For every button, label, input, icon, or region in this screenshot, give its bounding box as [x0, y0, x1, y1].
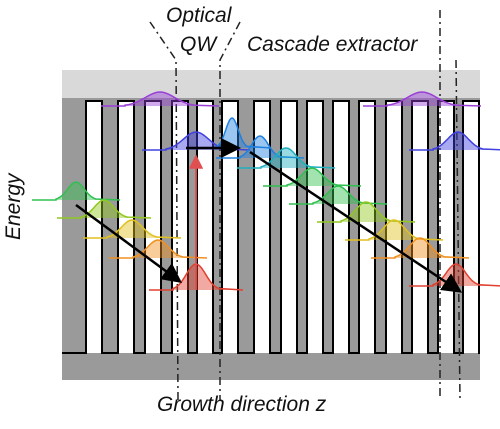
wavefunction-extractor-5: [289, 185, 388, 205]
optical-label: Optical: [166, 4, 232, 27]
period-boundary-2: [455, 59, 461, 401]
wavefunction-extractor-3: [237, 147, 336, 169]
qw-label: QW: [180, 33, 217, 56]
band-edge-outline: [62, 100, 480, 354]
quantum-well-3: [145, 101, 161, 353]
quantum-well-10: [333, 101, 349, 353]
wavefunction-extractor-6: [317, 201, 416, 223]
wavefunction-upper-left: [101, 91, 220, 107]
quantum-well-2: [118, 101, 134, 353]
quantum-well-1: [86, 101, 102, 353]
quantum-well-12: [386, 101, 402, 353]
wavefunction-extractor-8: [371, 237, 470, 259]
wavefunction-optical-upper-next: [409, 131, 500, 151]
wavefunction-extractor-7: [345, 219, 444, 241]
wavefunction-upper-right: [363, 91, 482, 107]
upper-band-region: [62, 70, 480, 98]
quantum-well-15: [463, 101, 479, 353]
wavefunction-left-4: [109, 239, 208, 259]
cascade-extractor-label: Cascade extractor: [247, 33, 418, 56]
wavefunction-left-3: [83, 219, 182, 239]
energy-axis-label: Energy: [2, 173, 25, 240]
optical-qw-right-boundary: [219, 21, 241, 400]
wavefunction-extractor-2: [216, 135, 305, 159]
quantum-well-11: [359, 101, 375, 353]
wavefunction-left-1: [32, 181, 121, 201]
quantum-well-8: [281, 101, 297, 353]
wavefunction-extractor-4: [263, 167, 362, 187]
cascade-arrow-left: [75, 203, 183, 283]
wavefunction-extractor-1: [193, 117, 272, 149]
cascade-arrow-right: [249, 150, 463, 293]
wavefunction-left-2: [57, 199, 152, 219]
quantum-well-13: [412, 101, 428, 353]
growth-direction-label: Growth direction z: [157, 393, 327, 416]
quantum-well-9: [307, 101, 323, 353]
